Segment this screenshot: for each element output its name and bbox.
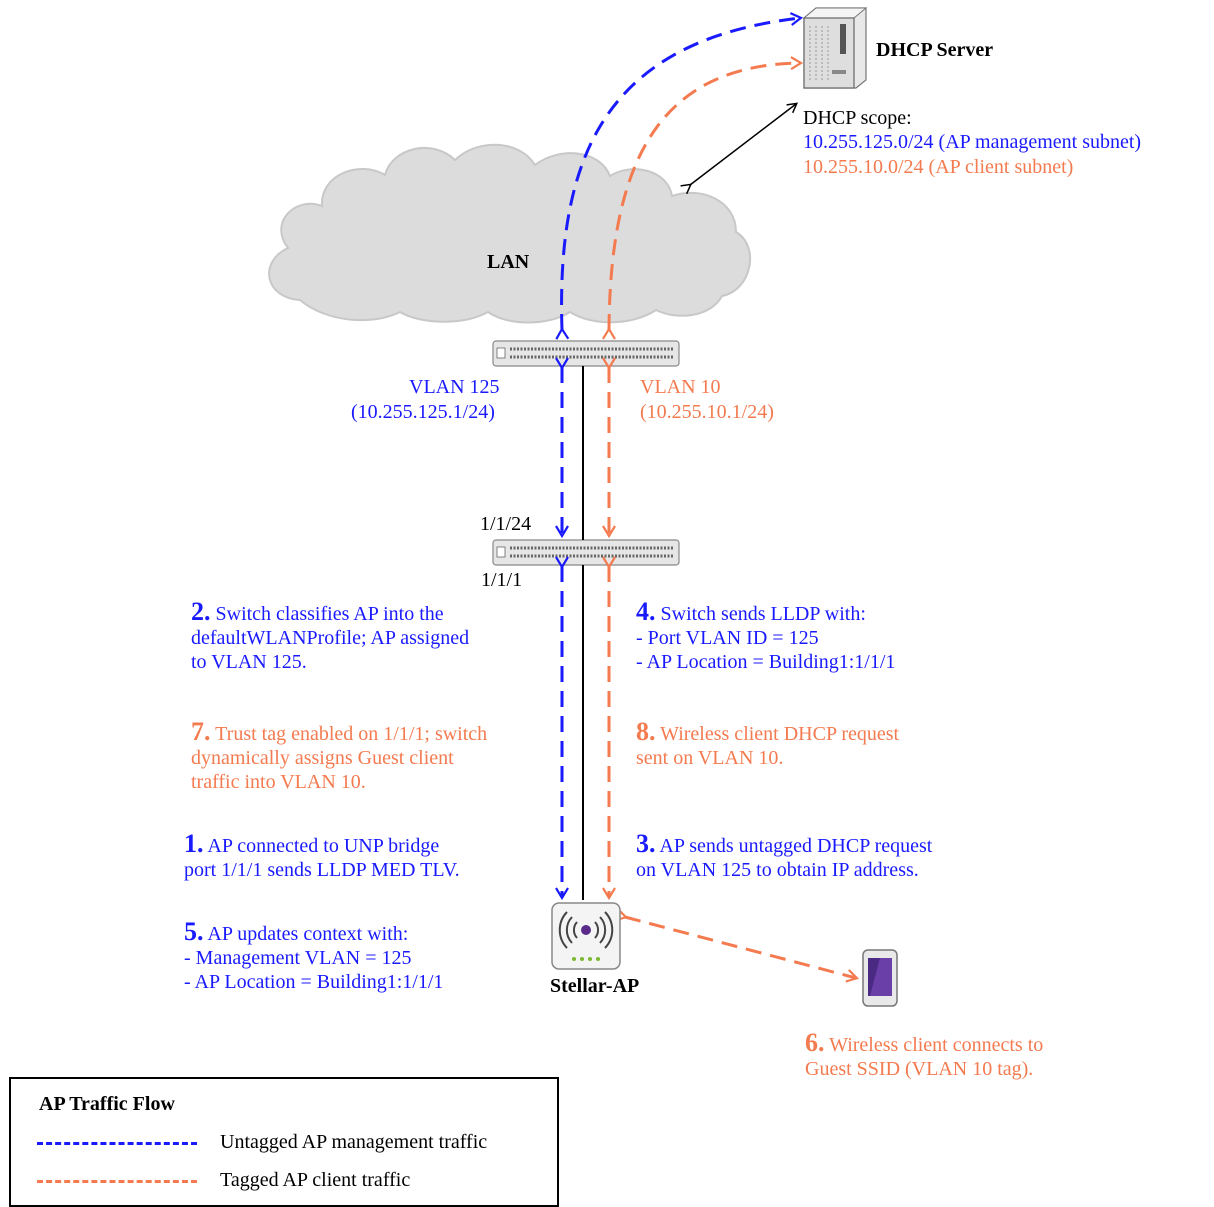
step-number: 1. [184,829,204,858]
step-number: 2. [191,597,211,626]
step-number: 3. [636,829,656,858]
legend-label: Tagged AP client traffic [220,1169,411,1191]
step-8: 8. Wireless client DHCP request sent on … [636,717,900,770]
step-text: Wireless client connects to [829,1034,1044,1056]
legend: AP Traffic Flow Untagged AP management t… [9,1077,559,1207]
step-text: - Port VLAN ID = 125 [636,627,819,649]
dhcp-scope-client: 10.255.10.0/24 (AP client subnet) [803,156,1074,178]
step-text: Switch sends LLDP with: [660,603,866,625]
link-lan-dhcp [680,102,799,195]
phone-icon [862,949,898,1007]
legend-swatch-management [37,1142,197,1145]
step-1: 1. AP connected to UNP bridge port 1/1/1… [184,829,460,882]
dhcp-server-label: DHCP Server [876,39,994,61]
step-number: 4. [636,597,656,626]
step-number: 5. [184,917,204,946]
step-text: Switch classifies AP into the [215,603,444,625]
legend-swatch-client [37,1180,197,1183]
step-3: 3. AP sends untagged DHCP request on VLA… [636,829,933,882]
lan-label: LAN [487,251,530,273]
step-text: dynamically assigns Guest client [191,747,454,769]
switch-icon [492,539,680,566]
ap-label: Stellar-AP [550,975,640,997]
vlan125-ip: (10.255.125.1/24) [351,401,495,423]
step-text: to VLAN 125. [191,651,307,673]
step-text: port 1/1/1 sends LLDP MED TLV. [184,859,460,881]
client-flow-lan-dhcp [602,56,804,340]
step-number: 6. [805,1028,825,1057]
step-text: - Management VLAN = 125 [184,947,412,969]
step-text: AP updates context with: [207,923,409,945]
cloud-icon [268,143,751,324]
dhcp-scope-title: DHCP scope: [803,107,912,129]
step-text: Guest SSID (VLAN 10 tag). [805,1058,1034,1080]
step-text: - AP Location = Building1:1/1/1 [636,651,896,673]
step-5: 5. AP updates context with: - Management… [184,917,444,994]
vlan125-label: VLAN 125 [409,376,500,398]
step-text: defaultWLANProfile; AP assigned [191,627,470,649]
legend-label: Untagged AP management traffic [220,1131,488,1153]
step-text: on VLAN 125 to obtain IP address. [636,859,919,881]
step-text: AP connected to UNP bridge [207,835,440,857]
vlan10-label: VLAN 10 [640,376,721,398]
switch-icon [492,340,680,367]
step-text: Wireless client DHCP request [660,723,900,745]
access-point-icon [551,902,621,970]
client-flow-ap-phone [614,908,860,983]
legend-title: AP Traffic Flow [39,1093,175,1115]
port-uplink-label: 1/1/24 [480,513,532,535]
dhcp-scope-mgmt: 10.255.125.0/24 (AP management subnet) [803,131,1142,153]
step-text: traffic into VLAN 10. [191,771,366,793]
step-text: Trust tag enabled on 1/1/1; switch [215,723,488,745]
step-text: - AP Location = Building1:1/1/1 [184,971,444,993]
step-number: 8. [636,717,656,746]
server-icon [802,7,868,89]
step-4: 4. Switch sends LLDP with: - Port VLAN I… [636,597,896,674]
vlan10-ip: (10.255.10.1/24) [640,401,774,423]
step-7: 7. Trust tag enabled on 1/1/1; switch dy… [191,717,488,794]
step-6: 6. Wireless client connects to Guest SSI… [805,1028,1044,1081]
step-text: AP sends untagged DHCP request [659,835,933,857]
step-number: 7. [191,717,211,746]
step-2: 2. Switch classifies AP into the default… [191,597,470,674]
step-text: sent on VLAN 10. [636,747,784,769]
port-ap-label: 1/1/1 [481,569,523,591]
